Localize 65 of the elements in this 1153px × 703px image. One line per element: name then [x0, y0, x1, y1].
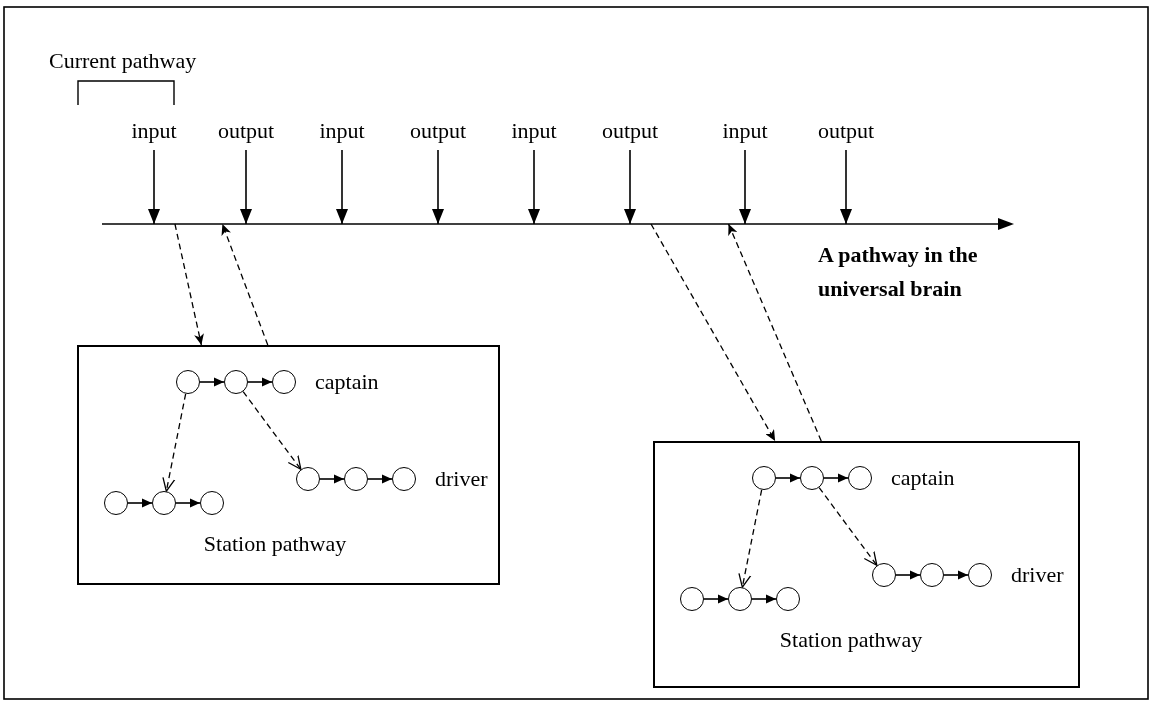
arrow — [127, 498, 153, 508]
chain-label: captain — [315, 369, 379, 395]
arrow — [148, 149, 160, 225]
arrow — [823, 473, 849, 483]
neuron-circle — [176, 370, 200, 394]
pathway-label: Current pathway — [49, 48, 197, 74]
chain-label: Station pathway — [203, 531, 347, 557]
arrow — [624, 149, 636, 225]
neuron-circle — [728, 587, 752, 611]
neuron-circle — [920, 563, 944, 587]
signal-label: output — [409, 118, 467, 144]
arrow — [319, 474, 345, 484]
arrow — [432, 149, 444, 225]
chain-label: Station pathway — [779, 627, 923, 653]
chain-label: driver — [435, 466, 488, 492]
pathway-arrow — [102, 217, 1014, 231]
neuron-circle — [968, 563, 992, 587]
neuron-circle — [848, 466, 872, 490]
neuron-circle — [680, 587, 704, 611]
arrow — [775, 473, 801, 483]
signal-label: output — [601, 118, 659, 144]
pathway-caption: A pathway in the universal brain — [818, 241, 979, 303]
chain-label: captain — [891, 465, 955, 491]
group-box — [653, 441, 1080, 688]
neuron-circle — [224, 370, 248, 394]
signal-label: input — [511, 118, 557, 144]
arrow — [703, 594, 729, 604]
dashed-arrow — [174, 223, 204, 346]
arrow — [528, 149, 540, 225]
arrow — [367, 474, 393, 484]
arrow — [240, 149, 252, 225]
dashed-arrow — [738, 489, 763, 588]
neuron-circle — [104, 491, 128, 515]
neuron-circle — [344, 467, 368, 491]
arrow — [739, 149, 751, 225]
dashed-arrow — [727, 223, 822, 442]
chain-label: driver — [1011, 562, 1064, 588]
arrow — [840, 149, 852, 225]
group-box — [77, 345, 500, 585]
neuron-circle — [296, 467, 320, 491]
dashed-arrow — [221, 223, 269, 346]
neuron-circle — [272, 370, 296, 394]
signal-label: input — [319, 118, 365, 144]
signal-label: output — [817, 118, 875, 144]
dashed-arrow — [162, 393, 187, 492]
dashed-arrow — [818, 487, 878, 566]
neuron-circle — [392, 467, 416, 491]
neuron-circle — [200, 491, 224, 515]
signal-label: input — [131, 118, 177, 144]
arrow — [336, 149, 348, 225]
arrow — [247, 377, 273, 387]
neuron-circle — [752, 466, 776, 490]
neuron-circle — [776, 587, 800, 611]
neuron-circle — [872, 563, 896, 587]
dashed-arrow — [650, 223, 776, 442]
arrow — [895, 570, 921, 580]
arrow — [175, 498, 201, 508]
neuron-circle — [152, 491, 176, 515]
neuron-circle — [800, 466, 824, 490]
signal-label: output — [217, 118, 275, 144]
arrow — [751, 594, 777, 604]
arrow — [943, 570, 969, 580]
arrow — [199, 377, 225, 387]
dashed-arrow — [242, 391, 302, 470]
signal-label: input — [722, 118, 768, 144]
